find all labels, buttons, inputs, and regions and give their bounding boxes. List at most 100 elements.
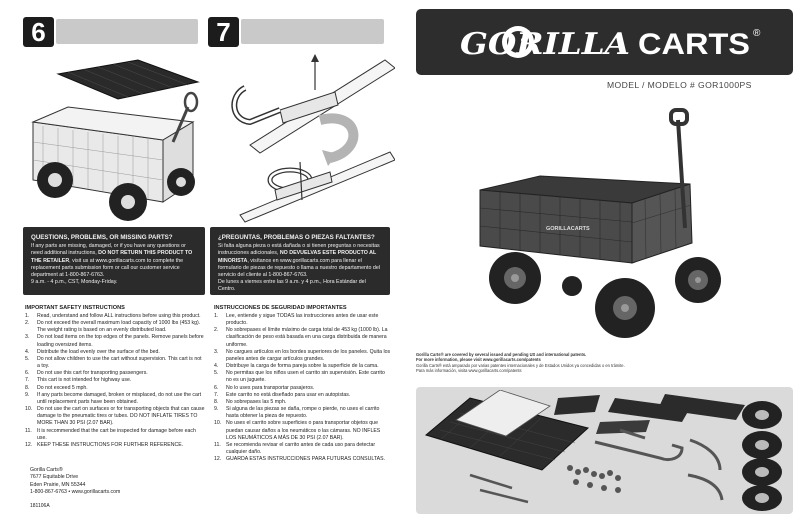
company-contact: 1-800-867-6763 • www.gorillacarts.com — [30, 488, 121, 495]
brand-logo: GORILLA CARTS ® — [460, 25, 774, 60]
questions-body-es-2: , visítanos en www.gorillacarts.com para… — [218, 257, 380, 279]
list-item: 1. Lee, entiende y sigue TODAS las instru… — [214, 313, 392, 327]
list-number: 3. — [25, 334, 30, 341]
list-number: 8. — [214, 398, 219, 405]
list-text: Si alguna de las piezas se daña, rompe o… — [226, 406, 380, 420]
questions-panel-en: QUESTIONS, PROBLEMS, OR MISSING PARTS? I… — [23, 227, 205, 295]
list-text: No lo uses para transportar pasajeros. — [226, 384, 315, 391]
gorilla-logo-icon: GORILLA CARTS ® — [460, 26, 761, 60]
patent-line-4: Para más información, visita www.gorilla… — [416, 368, 522, 374]
company-city: Eden Prairie, MN 55344 — [30, 481, 86, 488]
list-item: 10. No uses el carrito sobre superficies … — [214, 420, 392, 441]
company-street: 7677 Equitable Drive — [30, 474, 79, 481]
list-item: 11. Se recomienda revisar el carrito ante… — [214, 442, 392, 456]
logo-word-gorilla: GORILLA — [460, 27, 630, 60]
list-number: 4. — [25, 348, 30, 355]
list-item: 12.KEEP THESE INSTRUCTIONS FOR FURTHER R… — [25, 442, 205, 449]
list-item: 5. Do not allow children to use the cart … — [25, 356, 205, 370]
patent-line-3: Gorilla Carts® está amparado por varias … — [416, 362, 625, 368]
list-item: 1.Read, understand and follow ALL instru… — [25, 313, 205, 320]
list-text: No sobrepases las 5 mph. — [226, 398, 287, 405]
step-number-text: 6 — [31, 16, 46, 47]
parts-illustration — [424, 390, 782, 511]
cart-brand-label: GORILLACARTS — [546, 226, 590, 232]
list-item: 5. No permitas que los niños usen el carr… — [214, 370, 392, 384]
list-text: Se recomienda revisar el carrito antes d… — [226, 441, 376, 455]
list-item: 3. Do not load items on the top edges of … — [25, 334, 205, 348]
list-number: 1. — [214, 313, 219, 319]
company-address: Gorilla Carts® 7677 Equitable Drive Eden… — [30, 467, 120, 496]
list-item: 11.It is recommended that the cart be in… — [25, 428, 205, 442]
list-number: 6. — [214, 384, 219, 391]
safety-title-en: IMPORTANT SAFETY INSTRUCTIONS — [25, 305, 125, 311]
step-number-text: 7 — [216, 16, 231, 47]
list-item: 4. Distribute the load evenly over the su… — [25, 349, 205, 356]
list-text: This cart is not intended for highway us… — [37, 377, 132, 384]
list-number: 7. — [25, 377, 30, 384]
list-item: 8. No sobrepases las 5 mph. — [214, 399, 392, 406]
safety-title-es: INSTRUCCIONES DE SEGURIDAD IMPORTANTES — [214, 305, 347, 311]
list-text: Do not exceed 5 mph. — [37, 384, 88, 391]
list-number: 7. — [214, 391, 219, 398]
list-text: Distribute the load evenly over the surf… — [37, 348, 160, 355]
list-number: 10. — [214, 420, 222, 427]
list-text: Do not exceed the overall maximum load c… — [37, 320, 201, 334]
list-text: No permitas que los niños usen el carrit… — [226, 370, 385, 384]
questions-title-es: ¿PREGUNTAS, PROBLEMAS O PIEZAS FALTANTES… — [218, 234, 375, 241]
list-item: 6. Do not use this cart for transporting … — [25, 370, 205, 377]
list-number: 3. — [214, 348, 219, 355]
list-number: 4. — [214, 363, 219, 370]
brand-header — [416, 9, 793, 75]
step-6-bar — [56, 19, 198, 44]
list-number: 9. — [214, 406, 219, 413]
questions-hours-en: 9 a.m. - 4 p.m., CST, Monday-Friday. — [31, 279, 118, 286]
step-7-bar — [241, 19, 384, 44]
list-number: 9. — [25, 391, 30, 398]
list-text: Distribuye la carga de forma pareja sobr… — [226, 363, 379, 370]
list-number: 2. — [214, 327, 219, 334]
list-text: No uses el carrito sobre superficies o p… — [226, 420, 381, 441]
questions-body-en-2: , visit us at www.gorillacarts.com to co… — [31, 257, 184, 279]
list-item: 2. No sobrepases el límite máximo de carg… — [214, 327, 392, 348]
list-text: No cargues artículos en los bordes super… — [226, 348, 391, 362]
list-text: It is recommended that the cart be inspe… — [37, 427, 196, 441]
document-code: 181106A — [30, 503, 50, 509]
wheel-icon — [742, 401, 782, 511]
list-text: No sobrepases el límite máximo de carga … — [226, 327, 388, 348]
safety-list-en: 1.Read, understand and follow ALL instru… — [25, 313, 205, 449]
list-number: 6. — [25, 370, 30, 377]
list-item: 6. No lo uses para transportar pasajeros. — [214, 385, 392, 392]
list-text: Do not use the cart on surfaces or for t… — [37, 406, 205, 427]
list-text: Este carrito no está diseñado para usar … — [226, 391, 351, 398]
registered-mark: ® — [753, 28, 761, 39]
questions-hours-es: De lunes a viernes entre las 9 a.m. y 4 … — [218, 279, 366, 293]
safety-list-es: 1. Lee, entiende y sigue TODAS las instru… — [214, 313, 392, 463]
logo-word-carts: CARTS — [638, 28, 750, 60]
step-6-number: 6 — [23, 17, 54, 47]
step-6-illustration — [31, 59, 200, 221]
patent-line-1: are covered by several issued and pendin… — [443, 352, 587, 357]
list-number: 12. — [25, 441, 33, 448]
questions-warning-en: DO NOT RETURN THIS PRODUCT TO THE RETAIL… — [31, 250, 193, 264]
list-text: Do not load items on the top edges of th… — [37, 334, 204, 348]
list-item: 7. This cart is not intended for highway … — [25, 377, 205, 384]
questions-panel-es: ¿PREGUNTAS, PROBLEMAS O PIEZAS FALTANTES… — [210, 227, 390, 295]
list-item: 9. Si alguna de las piezas se daña, rompe… — [214, 406, 392, 420]
list-item: 2. Do not exceed the overall maximum load… — [25, 320, 205, 334]
patent-notice: Gorilla Carts® are covered by several is… — [416, 352, 636, 374]
list-text: Do not use this cart for transporting pa… — [37, 370, 148, 377]
list-number: 5. — [214, 370, 219, 377]
model-number: MODEL / MODELO # GOR1000PS — [607, 80, 752, 90]
list-item: 7. Este carrito no está diseñado para usa… — [214, 392, 392, 399]
list-item: 10.Do not use the cart on surfaces or fo… — [25, 406, 205, 427]
list-number: 12. — [214, 456, 222, 463]
list-text: If any parts become damaged, broken or m… — [37, 391, 202, 405]
list-text: Do not allow children to use the cart wi… — [37, 355, 202, 370]
list-number: 11. — [214, 441, 221, 448]
patent-brand: Gorilla Carts® — [416, 352, 444, 357]
list-number: 5. — [25, 355, 30, 362]
list-number: 2. — [25, 320, 30, 327]
list-text: Lee, entiende y sigue TODAS las instrucc… — [226, 313, 379, 327]
list-item: 9. If any parts become damaged, broken or… — [25, 392, 205, 406]
list-number: 8. — [25, 384, 30, 391]
